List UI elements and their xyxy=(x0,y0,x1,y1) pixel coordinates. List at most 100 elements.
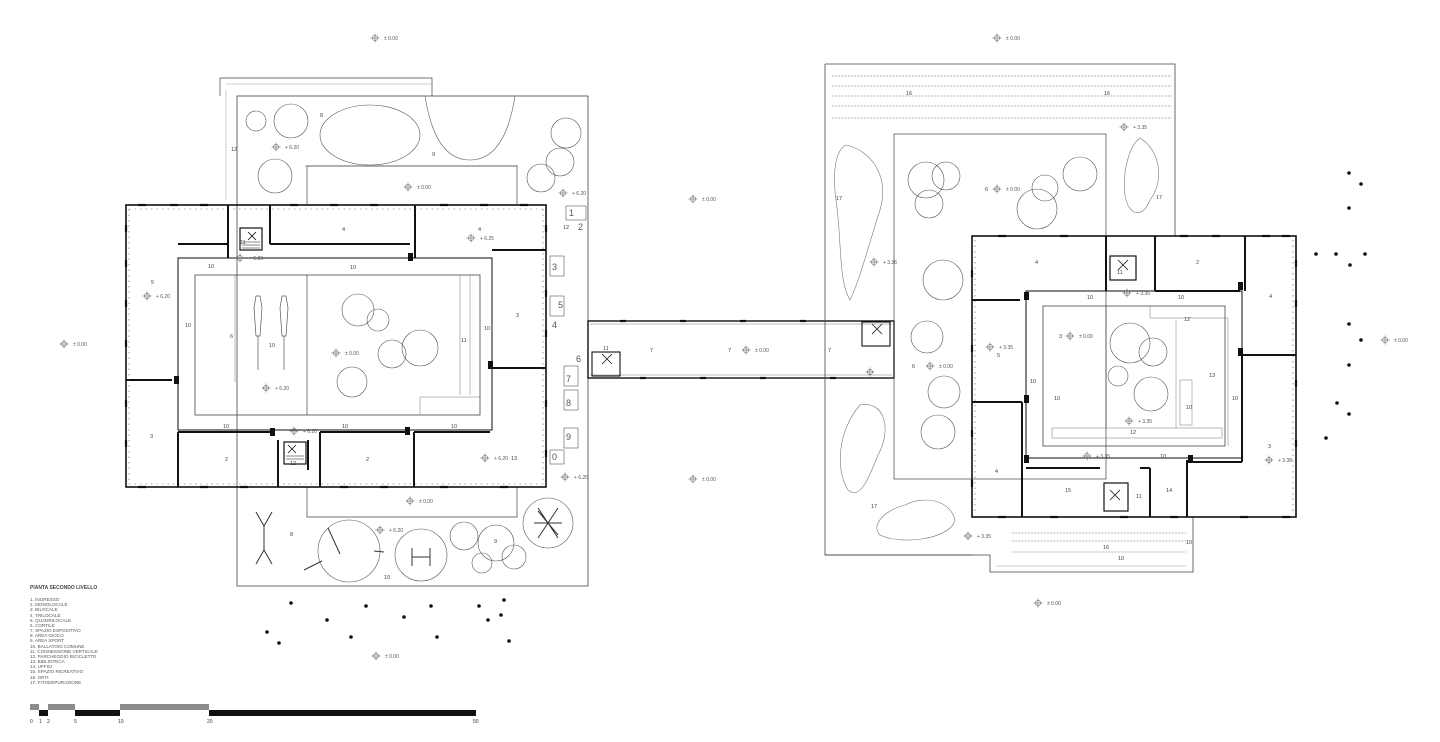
elev-label: + 3.35 xyxy=(1133,125,1147,131)
room-number: 10 xyxy=(1030,379,1036,385)
bike-mark: 0 xyxy=(552,452,557,462)
elev-label: ± 0.00 xyxy=(73,342,87,348)
elev-label: + 6.20 xyxy=(572,191,586,197)
room-number: 2 xyxy=(1196,260,1199,266)
elev-label: + 3.35 xyxy=(1096,454,1110,460)
room-number: 10 xyxy=(1087,295,1093,301)
room-number: 3 xyxy=(150,434,153,440)
scale-label: 5 xyxy=(74,719,77,725)
room-number: 11 xyxy=(1136,494,1142,500)
scale-label: 2 xyxy=(47,719,50,725)
legend-item: 2. MONOLOCALE xyxy=(30,602,68,608)
plan-legend: PIANTA SECONDO LIVELLO 1. INGRESSO 2. MO… xyxy=(30,585,98,685)
elev-label: + 6.20 xyxy=(494,456,508,462)
west-terrace-outline xyxy=(236,95,589,587)
elev-label: ± 0.00 xyxy=(755,348,769,354)
room-number: 12 xyxy=(563,225,569,231)
legend-item: 11. CONNESSIONE VERTICALE xyxy=(30,648,98,654)
room-number: 10 xyxy=(1186,405,1192,411)
room-number: 7 xyxy=(828,348,831,354)
legend-item: 16. ORTI xyxy=(30,674,49,680)
room-number: 17 xyxy=(1156,195,1162,201)
scale-segment xyxy=(120,704,209,710)
room-number: 10 xyxy=(223,424,229,430)
elev-label: + 3.35 xyxy=(977,534,991,540)
legend-item: 4. TRILOCALE xyxy=(30,612,61,618)
room-number: 16 xyxy=(906,91,912,97)
elev-label: ± 0.00 xyxy=(1047,601,1061,607)
room-number: 6 xyxy=(230,334,233,340)
room-number: 16 xyxy=(1103,545,1109,551)
scale-bar: 0 1 2 5 10 20 50 xyxy=(30,704,480,734)
elevation-markers xyxy=(59,33,1390,661)
bike-mark: 2 xyxy=(578,222,583,232)
bike-mark: 4 xyxy=(552,320,557,330)
room-number: 10 xyxy=(208,264,214,270)
legend-title: PIANTA SECONDO LIVELLO xyxy=(30,585,98,591)
elev-label: ± 0.00 xyxy=(1079,334,1093,340)
room-number: 12 xyxy=(1130,430,1136,436)
room-number: 10 xyxy=(1054,396,1060,402)
bike-rack-marks: 1 2 3 4 5 6 7 8 9 0 xyxy=(552,208,583,462)
elev-label: + 6.20 xyxy=(275,386,289,392)
room-number: 10 xyxy=(1118,556,1124,562)
room-number: 11 xyxy=(461,338,467,344)
room-number: 10 xyxy=(1178,295,1184,301)
room-number: 12 xyxy=(1184,317,1190,323)
room-number: 7 xyxy=(650,348,653,354)
bike-mark: 8 xyxy=(566,398,571,408)
east-building-outline xyxy=(971,235,1297,518)
room-number: 6 xyxy=(985,187,988,193)
elev-label: ± 0.00 xyxy=(1006,36,1020,42)
bike-mark: 1 xyxy=(569,208,574,218)
room-number: 10 xyxy=(185,323,191,329)
room-number: 4 xyxy=(478,227,481,233)
scale-label: 20 xyxy=(207,719,213,725)
elev-label: + 6.20 xyxy=(389,528,403,534)
room-number: 10 xyxy=(384,575,390,581)
legend-item: 3. BILOCALE xyxy=(30,607,58,613)
east-dots xyxy=(1314,171,1367,440)
room-number: 17 xyxy=(836,196,842,202)
room-number: 10 xyxy=(350,265,356,271)
room-number: 10 xyxy=(451,424,457,430)
room-number: 12 xyxy=(231,147,237,153)
room-number: 8 xyxy=(290,532,293,538)
room-number: 11 xyxy=(603,346,609,352)
scale-segment xyxy=(39,710,48,716)
room-number: 5 xyxy=(151,280,154,286)
legend-item: 6. CORTILE xyxy=(30,622,55,628)
room-number: 4 xyxy=(1035,260,1038,266)
room-number: 16 xyxy=(1104,91,1110,97)
room-number: 10 xyxy=(1232,396,1238,402)
room-number: 3 xyxy=(1059,334,1062,340)
room-number: 11 xyxy=(240,240,246,246)
room-number: 10 xyxy=(484,326,490,332)
room-number: 9 xyxy=(494,539,497,545)
room-number: 11 xyxy=(1117,270,1123,276)
room-number: 5 xyxy=(997,353,1000,359)
west-building-outline xyxy=(125,204,547,488)
legend-item: 15. SPAZIO RICREATIVO xyxy=(30,669,84,675)
elev-label: ± 0.00 xyxy=(702,477,716,483)
elev-label: + 6.20 xyxy=(156,294,170,300)
legend-item: 9. AREA SPORT xyxy=(30,638,65,644)
west-building xyxy=(124,77,589,587)
elev-label: ± 0.00 xyxy=(1006,187,1020,193)
legend-item: 12. PARCHEGGIO BICICLETTE xyxy=(30,653,97,659)
room-number: 17 xyxy=(871,504,877,510)
room-number: 8 xyxy=(320,113,323,119)
elevation-labels: ± 0.00 ± 0.00 ± 0.00 ± 0.00 ± 0.00 ± 0.0… xyxy=(73,36,1408,660)
room-number: 3 xyxy=(516,313,519,319)
elev-label: + 6.20 xyxy=(303,429,317,435)
elev-label: + 6.20 xyxy=(285,145,299,151)
room-number: 13 xyxy=(511,456,517,462)
legend-item: 17. FITODEPURAZIONE xyxy=(30,679,82,685)
legend-item: 10. BALLATOIO COMUNE xyxy=(30,643,85,649)
room-labels: 4 4 5 3 3 2 2 13 10 10 10 10 10 10 10 10… xyxy=(150,91,1272,581)
room-number: 7 xyxy=(728,348,731,354)
legend-item: 7. SPAZIO ESPOSITIVO xyxy=(30,628,81,634)
east-building xyxy=(824,63,1298,573)
legend-item: 5. QUADRILOCALE xyxy=(30,617,72,623)
